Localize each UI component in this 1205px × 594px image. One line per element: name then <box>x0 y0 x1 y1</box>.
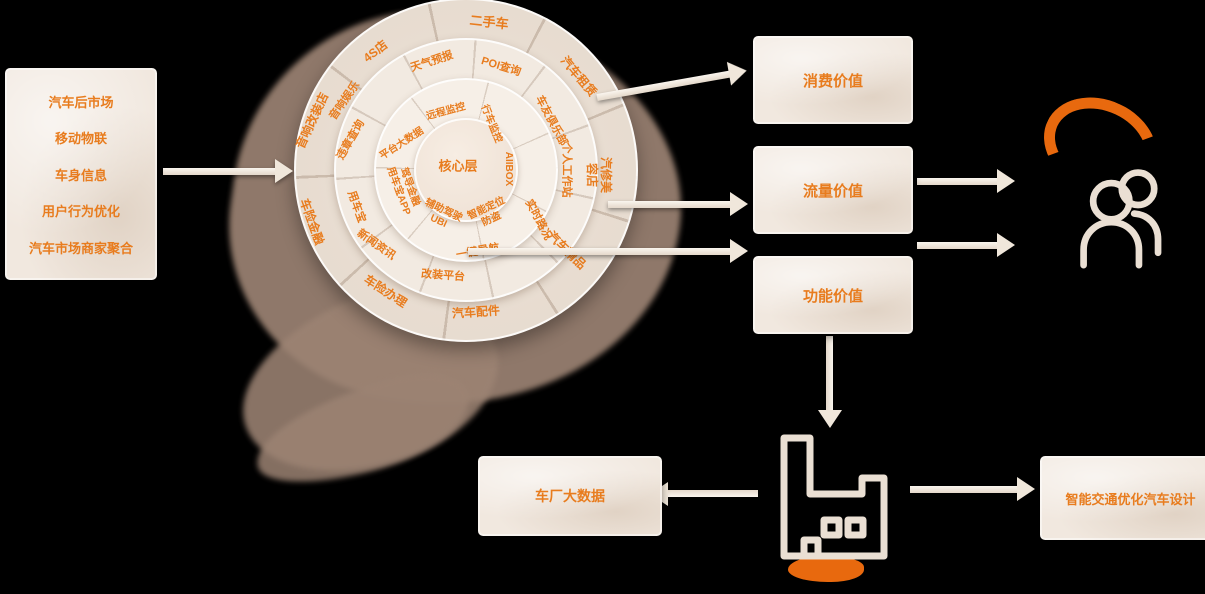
panel-item: 车身信息 <box>54 167 107 183</box>
value-box-function: 功能价值 <box>753 256 913 334</box>
value-box-label: 功能价值 <box>802 287 863 305</box>
wheel-core <box>414 118 518 222</box>
panel-item: 用户行为优化 <box>41 204 120 219</box>
design-box: 智能交通优化汽车设计 <box>1040 456 1205 540</box>
value-box-traffic: 流量价值 <box>753 146 913 234</box>
wheel-label: 汽修美容店 <box>585 156 613 193</box>
value-box-consumption: 消费价值 <box>753 36 913 124</box>
input-panel: 汽车后市场 移动物联 车身信息 用户行为优化 汽车市场商家聚合 <box>5 68 157 280</box>
panel-item: 汽车后市场 <box>48 94 114 110</box>
wheel-core-label: 核心层 <box>438 158 478 174</box>
bigdata-box-label: 车厂大数据 <box>535 488 605 504</box>
wheel-label: AIIBOX <box>502 151 514 187</box>
factory-icon <box>768 430 900 565</box>
orange-ellipse-accent <box>788 556 864 582</box>
users-icon <box>1075 158 1180 278</box>
value-box-label: 消费价值 <box>802 72 863 90</box>
value-box-label: 流量价值 <box>802 182 863 200</box>
design-box-label: 智能交通优化汽车设计 <box>1065 491 1196 507</box>
ecosystem-wheel: 二手车 4S店 音响改装店 车险金融 车险办理 汽车配件 汽车精品 汽修美容店 … <box>293 0 638 342</box>
panel-item: 汽车市场商家聚合 <box>28 240 133 256</box>
bigdata-box: 车厂大数据 <box>478 456 662 536</box>
wheel-label: 个人工作站 <box>560 142 573 198</box>
panel-item: 移动物联 <box>54 131 107 146</box>
